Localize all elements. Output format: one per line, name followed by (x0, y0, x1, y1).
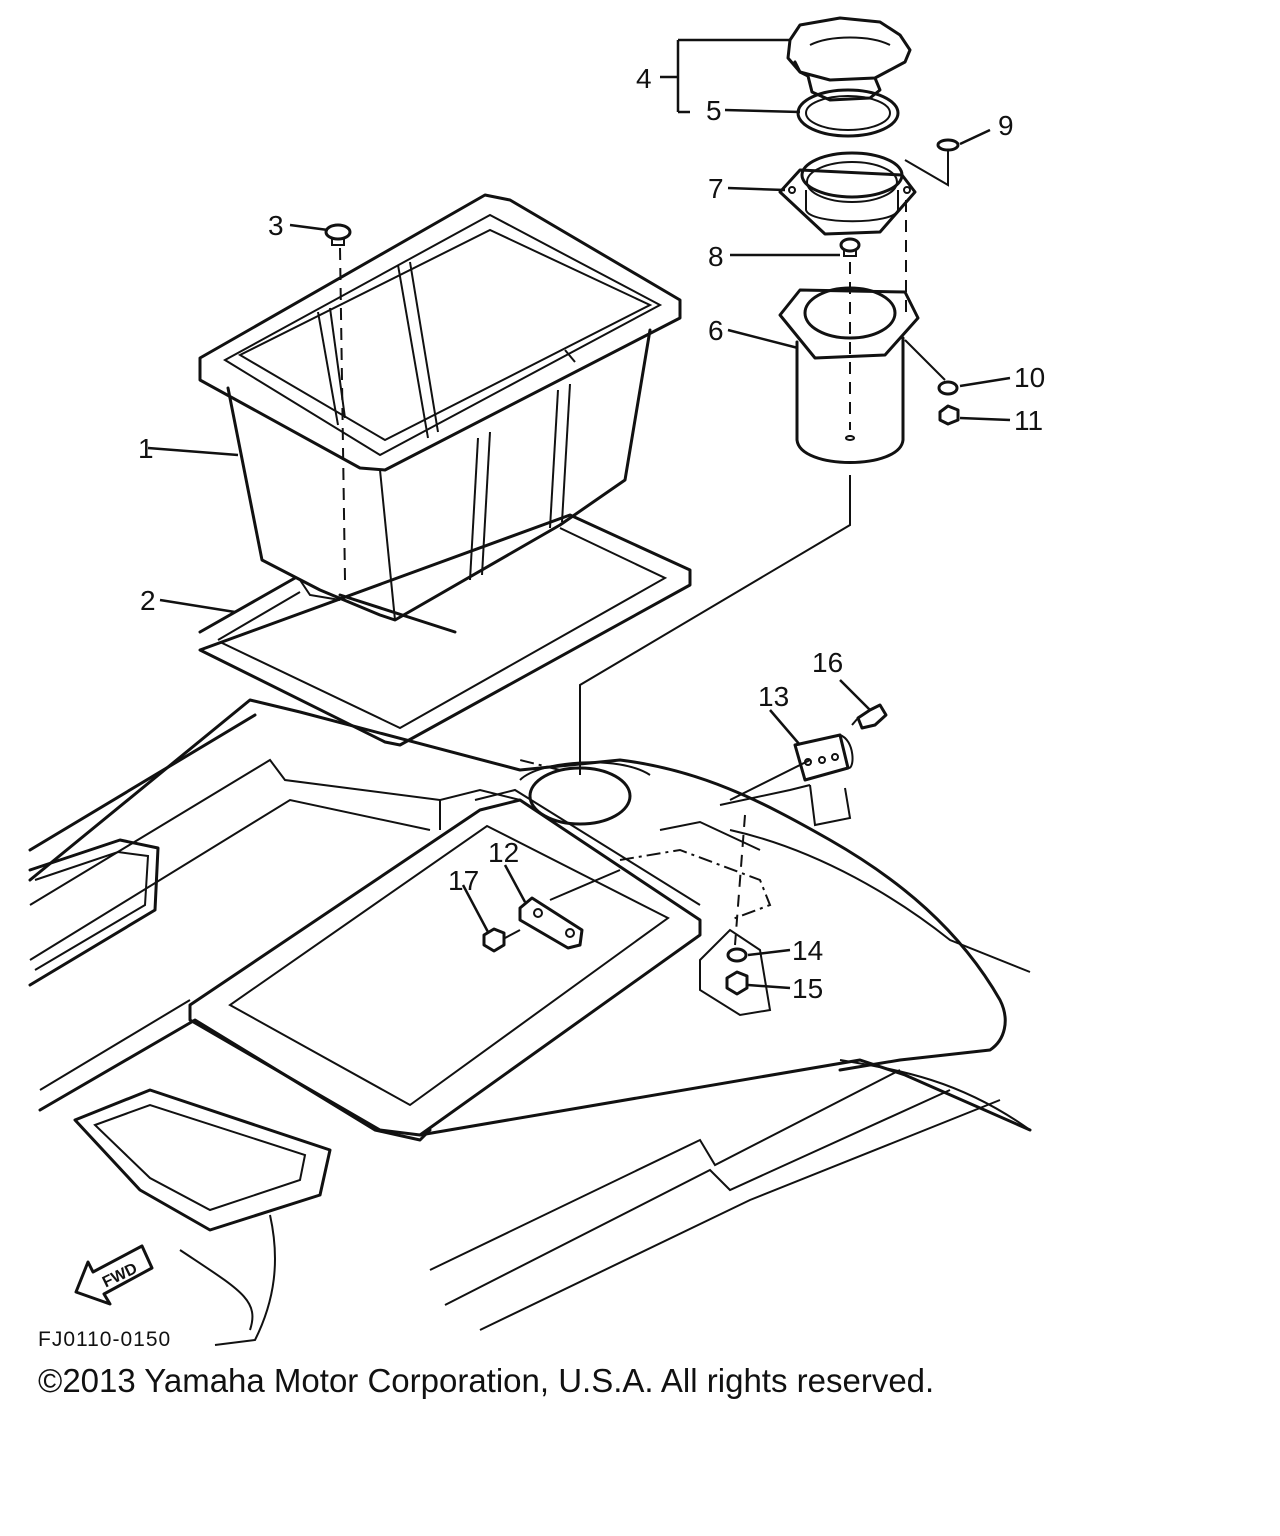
part-4-cap (786, 16, 912, 102)
part-8-rivet (839, 237, 861, 257)
part-3-rivet (324, 223, 352, 246)
label-part-14: 14 (792, 935, 823, 966)
label-part-12: 12 (488, 837, 519, 868)
label-part-7: 7 (708, 173, 724, 204)
part-10-washer (904, 339, 959, 396)
label-part-5: 5 (706, 95, 722, 126)
label-part-17: 17 (448, 865, 479, 896)
hull-deck (28, 698, 1032, 1346)
label-part-15: 15 (792, 973, 823, 1004)
part-1-storage-box (198, 193, 682, 622)
label-part-8: 8 (708, 241, 724, 272)
part-17-nut (482, 927, 521, 953)
part-2-gasket (198, 513, 692, 747)
part-number-labels: 1 2 3 4 5 6 7 8 9 10 11 12 13 14 15 16 1… (138, 63, 1045, 1004)
label-part-3: 3 (268, 210, 284, 241)
part-5-oring (796, 88, 900, 138)
part-6-cup (579, 200, 920, 775)
label-part-1: 1 (138, 433, 154, 464)
label-part-10: 10 (1014, 362, 1045, 393)
label-part-13: 13 (758, 681, 789, 712)
label-part-4: 4 (636, 63, 652, 94)
label-part-16: 16 (812, 647, 843, 678)
label-part-11: 11 (1014, 405, 1043, 436)
part-12-plate (518, 869, 621, 950)
part-14-washer (726, 947, 748, 963)
label-part-2: 2 (140, 585, 156, 616)
copyright-notice: ©2013 Yamaha Motor Corporation, U.S.A. A… (38, 1362, 935, 1399)
part-11-nut (938, 404, 960, 426)
part-13-bracket (719, 733, 854, 946)
label-part-6: 6 (708, 315, 724, 346)
label-part-9: 9 (998, 110, 1014, 141)
part-9-screw (904, 138, 960, 187)
fwd-arrow-icon: FWD (74, 1244, 154, 1306)
diagram-code: FJ0110-0150 (38, 1328, 171, 1351)
part-15-nut (725, 970, 749, 996)
leader-lines (147, 38, 1011, 990)
part-7-flange (778, 151, 917, 236)
